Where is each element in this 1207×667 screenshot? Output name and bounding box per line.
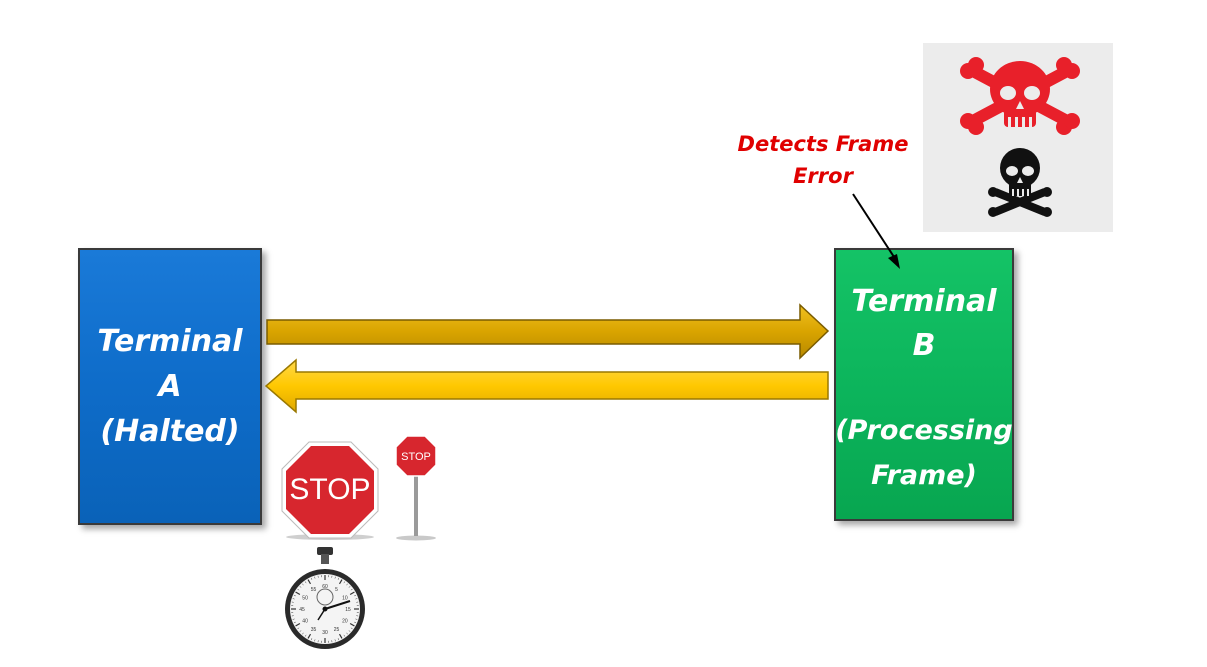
annotation-pointer-line [852, 193, 897, 261]
stopwatch-tick [293, 594, 296, 597]
stopwatch-tick [307, 579, 312, 585]
arrow-left-to-terminal-a [264, 358, 829, 414]
stopwatch-tick [304, 581, 307, 584]
terminal-a-label-line2: A [158, 369, 182, 404]
stopwatch-tick [349, 622, 355, 627]
stopwatch-dial-label: 15 [345, 607, 351, 613]
stopwatch-tick [334, 639, 336, 642]
skull-panel [923, 43, 1113, 232]
frame-error-annotation: Detects Frame Error [730, 128, 916, 192]
stopwatch-tick [355, 618, 358, 620]
terminal-b-label-line4: Frame) [871, 460, 977, 491]
stopwatch-tick [334, 576, 336, 579]
stop-sign-post-icon: STOP [395, 435, 437, 541]
annotation-pointer-head [888, 254, 900, 269]
stopwatch-tick [348, 586, 351, 588]
annotation-line1: Detects Frame [737, 132, 909, 156]
stopwatch-tick [304, 634, 307, 637]
stopwatch-tick [297, 588, 300, 591]
stopwatch-dial-label: 30 [322, 630, 328, 636]
terminal-a-label-line3: (Halted) [100, 414, 240, 449]
stopwatch-tick [302, 632, 304, 635]
stopwatch-ticks [291, 575, 359, 643]
stopwatch-tick [354, 594, 357, 597]
stopwatch-tick [343, 581, 346, 584]
skull-crossbones-red-icon [960, 57, 1080, 135]
stopwatch-tick [337, 577, 340, 580]
arrow-right-to-terminal-b [266, 303, 830, 360]
stopwatch-tick [338, 579, 343, 585]
stopwatch-dial-label: 20 [342, 619, 348, 625]
terminal-b-label-line2: B [912, 328, 936, 363]
stopwatch-dial-label: 60 [322, 584, 328, 590]
terminal-b-label-line1: Terminal [851, 284, 997, 319]
stop-sign-text: STOP [289, 473, 370, 506]
terminal-a-label-line1: Terminal [97, 324, 243, 359]
stopwatch-tick [338, 633, 343, 639]
stopwatch-tick [310, 638, 313, 641]
stopwatch-tick [354, 621, 357, 624]
stopwatch-tick [295, 622, 301, 627]
stopwatch-tick [299, 586, 302, 588]
stopwatch-tick [293, 621, 296, 624]
skull-crossbones-black-icon [988, 148, 1052, 217]
stopwatch-tick [297, 627, 300, 630]
stopwatch-tick [310, 577, 313, 580]
stopwatch-tick [350, 627, 353, 630]
stopwatch-tick [346, 632, 348, 635]
stopwatch-dial-label: 25 [334, 627, 340, 633]
stopwatch-tick [292, 598, 295, 600]
stopwatch-dial-label: 10 [342, 596, 348, 602]
terminal-b-label-line3: (Processing [835, 415, 1013, 446]
stopwatch-dial-label: 5 [335, 587, 338, 593]
stopwatch-tick [349, 591, 355, 596]
stopwatch-tick [307, 633, 312, 639]
stopwatch-dial-label: 55 [311, 587, 317, 593]
stop-sign-small-text: STOP [401, 451, 431, 463]
stopwatch-tick [302, 583, 304, 586]
terminal-a-box: Terminal A (Halted) [78, 248, 262, 525]
stop-sign-icon: STOP [281, 441, 379, 540]
stopwatch-dial-label: 50 [302, 596, 308, 602]
stopwatch-tick [295, 591, 301, 596]
stopwatch-dial-label: 45 [299, 607, 305, 613]
stopwatch-tick [343, 634, 346, 637]
stopwatch-dial-label: 40 [302, 619, 308, 625]
stopwatch-tick [292, 618, 295, 620]
annotation-line2: Error [793, 164, 853, 188]
stopwatch-tick [355, 598, 358, 600]
stopwatch-tick [314, 576, 316, 579]
stopwatch-tick [348, 630, 351, 632]
stopwatch-tick [346, 583, 348, 586]
stopwatch-dial-label: 35 [311, 627, 317, 633]
terminal-b-box: Terminal B (Processing Frame) [834, 248, 1014, 521]
stopwatch-tick [314, 639, 316, 642]
stopwatch-tick [350, 588, 353, 591]
stopwatch-tick [337, 638, 340, 641]
stopwatch-tick [299, 630, 302, 632]
